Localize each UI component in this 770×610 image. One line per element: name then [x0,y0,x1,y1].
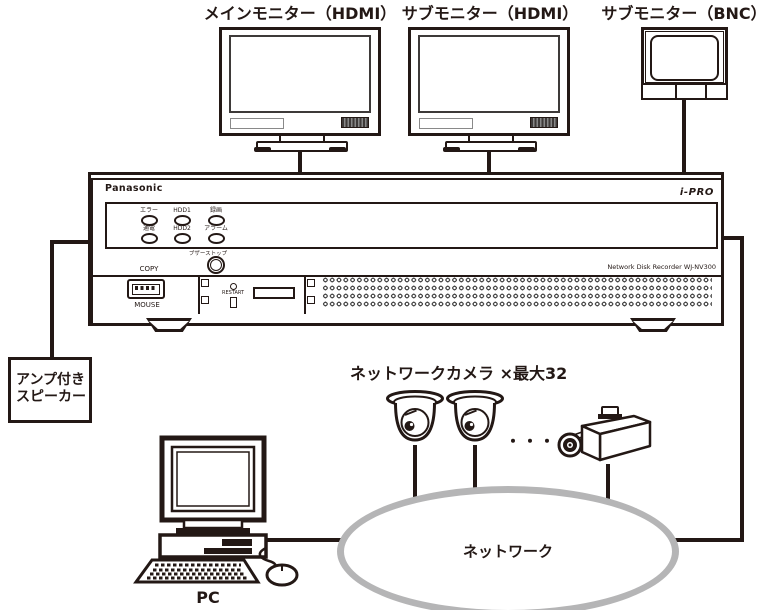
network-label: ネットワーク [462,541,554,560]
panel-hinge [201,279,209,287]
cable-main-monitor [298,150,302,176]
monitor-badge [230,118,284,129]
network-disk-recorder: Panasonic i-PRO エラー HDD1 録画 通電 HDD2 [88,172,724,326]
led-label: 通電 [142,225,155,232]
network-cameras-label: ネットワークカメラ ×最大32 [350,364,568,383]
monitor-stand-bar [256,141,348,152]
monitor-controls [530,117,558,128]
mouse-port-label: MOUSE [134,301,160,309]
panasonic-logo: Panasonic [105,183,163,194]
monitor-screen [229,35,371,113]
more-cameras-ellipsis: ・・・ [505,432,557,451]
led-label: アラーム [204,225,228,232]
sub-monitor-hdmi [408,27,570,154]
cable-recorder-network-v [740,236,744,542]
stalk-dome-camera-1 [413,445,417,500]
recorder-top-edge [91,178,721,180]
monitor-controls [341,117,369,128]
speaker-label-line1: アンプ付き [16,372,86,388]
pc-icon [133,435,299,587]
monitor-bezel [408,27,570,136]
led-lamp [173,215,191,226]
amplified-speaker-box: アンプ付き スピーカー [8,357,92,423]
led-label: HDD2 [173,225,191,232]
cable-sub-monitor-hdmi [487,150,491,176]
buzzer-stop-label: ブザーストップ [188,251,228,257]
panel-seam [198,276,200,314]
usb-port [127,279,165,299]
restart-button [230,283,237,290]
led-lamp [140,233,158,244]
main-monitor-hdmi [219,27,381,154]
cable-speaker-h [50,240,92,244]
ipro-logo: i-PRO [679,187,714,198]
crt-base [641,83,728,100]
recorder-foot [630,318,676,332]
monitor-stand-foot [443,147,460,152]
cable-pc-network [260,538,346,542]
crt-screen [650,35,719,81]
led-power: 通電 [131,225,167,244]
led-lamp [140,215,158,226]
led-indicator-panel: エラー HDD1 録画 通電 HDD2 アラーム [105,202,718,249]
sub-monitor-hdmi-label: サブモニター（HDMI） [401,4,579,23]
led-rec: 録画 [198,207,234,226]
copy-port-label: COPY [139,265,159,273]
speaker-label-line2: スピーカー [16,389,86,405]
cable-recorder-network-h2 [658,538,744,542]
panel-hinge [307,279,315,287]
crt-base-divider [705,85,707,98]
sd-card-slot [253,287,295,299]
led-hdd1: HDD1 [164,207,200,226]
monitor-stand-foot [254,147,271,152]
monitor-stand-foot [329,147,346,152]
panel-seam [304,276,306,314]
led-label: 録画 [209,207,222,214]
led-error: エラー [131,207,167,226]
led-alarm: アラーム [198,225,234,244]
cable-speaker-v [50,240,54,358]
restart-slot [230,297,237,308]
model-name-label: Network Disk Recorder WJ-NV300 [607,263,716,271]
buzzer-stop-button [207,256,225,274]
dome-camera-icon [446,390,504,442]
stalk-dome-camera-2 [473,445,477,492]
monitor-stand-foot [518,147,535,152]
pole-box-camera [606,464,610,506]
led-lamp [207,215,225,226]
panel-hinge [201,296,209,304]
led-label: エラー [139,207,158,214]
cable-recorder-network-h1 [716,236,744,240]
led-lamp [173,233,191,244]
led-label: HDD1 [173,207,191,214]
pc-label: PC [196,588,220,607]
crt-inner-frame [645,31,724,83]
recorder-left-edge [91,178,93,323]
sub-monitor-bnc-label: サブモニター（BNC） [601,4,767,23]
crt-base-divider [675,85,677,98]
led-hdd2: HDD2 [164,225,200,244]
ventilation-holes [322,276,712,307]
usb-connector [132,284,160,295]
crt-bezel [641,27,728,87]
monitor-screen [418,35,560,113]
network-cloud: ネットワーク [337,486,679,610]
box-camera-icon [557,406,652,462]
panel-hinge [307,296,315,304]
restart-label: RESTART [221,290,245,296]
led-lamp [207,233,225,244]
sub-monitor-bnc [641,27,728,100]
recorder-foot [146,318,192,332]
monitor-bezel [219,27,381,136]
main-monitor-label: メインモニター（HDMI） [203,4,397,23]
cable-sub-monitor-bnc [682,96,686,176]
monitor-stand-bar [445,141,537,152]
dome-camera-icon [386,390,444,442]
monitor-badge [419,118,473,129]
